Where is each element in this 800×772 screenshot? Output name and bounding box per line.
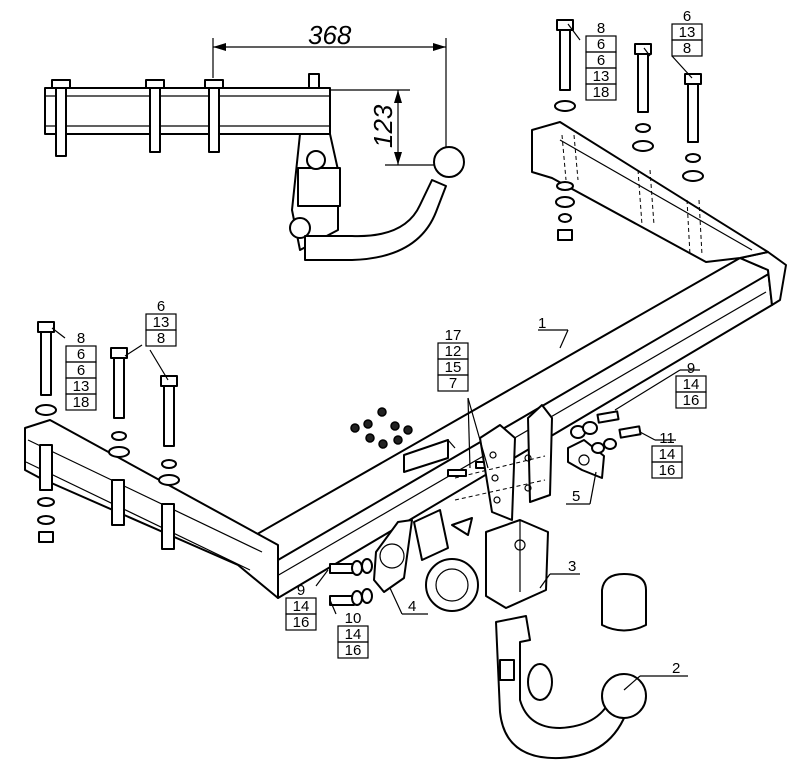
nuts-row bbox=[350, 407, 413, 449]
stack-part-number: 6 bbox=[77, 362, 85, 379]
leader-lines bbox=[51, 23, 700, 691]
lower-left-fasteners bbox=[329, 558, 373, 606]
stack-part-number: 6 bbox=[597, 36, 605, 53]
stack-part-number: 9 bbox=[297, 582, 305, 599]
stack-part-number: 8 bbox=[683, 40, 691, 57]
mounting-plates bbox=[454, 404, 553, 521]
right-bracket-arm bbox=[531, 121, 769, 263]
right-fasteners bbox=[570, 410, 642, 454]
stack-part-number: 9 bbox=[687, 360, 695, 377]
center-plate bbox=[350, 407, 491, 477]
stack-part-number: 8 bbox=[157, 330, 165, 347]
stack-box bbox=[675, 391, 707, 409]
part-2-ball-neck bbox=[495, 615, 647, 760]
stack-box bbox=[337, 641, 369, 659]
stack-part-number: 15 bbox=[445, 359, 462, 376]
callout-part-3: 3 bbox=[568, 558, 576, 575]
left-bolts bbox=[35, 321, 180, 543]
dimension-height-label: 123 bbox=[368, 104, 398, 148]
side-view-beam bbox=[44, 87, 331, 135]
stack-box bbox=[671, 39, 703, 57]
part-3-mount bbox=[485, 519, 549, 609]
stack-part-number: 17 bbox=[445, 327, 462, 344]
stack-part-number: 14 bbox=[293, 598, 310, 615]
stack-part-number: 14 bbox=[345, 626, 362, 643]
stack-part-number: 14 bbox=[659, 446, 676, 463]
side-view-ball bbox=[433, 146, 465, 178]
stack-part-number: 10 bbox=[345, 610, 362, 627]
stack-part-number: 6 bbox=[157, 298, 165, 315]
stack-part-number: 18 bbox=[73, 394, 90, 411]
stack-part-number: 18 bbox=[593, 84, 610, 101]
stack-box bbox=[65, 393, 97, 411]
stack-box bbox=[585, 83, 617, 101]
callout-part-5: 5 bbox=[572, 488, 580, 505]
stack-part-number: 6 bbox=[597, 52, 605, 69]
left-bracket-arm bbox=[24, 419, 279, 599]
callout-part-1: 1 bbox=[538, 315, 546, 332]
stack-part-number: 13 bbox=[593, 68, 610, 85]
stack-part-number: 13 bbox=[153, 314, 170, 331]
stack-part-number: 12 bbox=[445, 343, 462, 360]
stack-part-number: 7 bbox=[449, 375, 457, 392]
callout-part-4: 4 bbox=[408, 598, 416, 615]
stack-part-number: 16 bbox=[345, 642, 362, 659]
stack-part-number: 13 bbox=[73, 378, 90, 395]
ball-cap bbox=[601, 573, 647, 632]
stack-box bbox=[285, 613, 317, 631]
stack-part-number: 8 bbox=[597, 20, 605, 37]
side-view-bolts bbox=[51, 73, 320, 157]
stack-part-number: 14 bbox=[683, 376, 700, 393]
stack-part-number: 13 bbox=[679, 24, 696, 41]
stack-part-number: 11 bbox=[659, 430, 675, 447]
side-view-neck bbox=[304, 179, 447, 261]
stack-part-number: 6 bbox=[77, 346, 85, 363]
part-4-socket bbox=[373, 509, 479, 612]
stack-part-number: 16 bbox=[683, 392, 700, 409]
stack-part-number: 16 bbox=[293, 614, 310, 631]
stack-box bbox=[651, 461, 683, 479]
stack-part-number: 8 bbox=[77, 330, 85, 347]
stack-box bbox=[145, 329, 177, 347]
stack-part-number: 16 bbox=[659, 462, 676, 479]
dimension-length-label: 368 bbox=[308, 20, 352, 50]
stack-part-number: 6 bbox=[683, 8, 691, 25]
top-right-bolts bbox=[554, 19, 704, 241]
stack-box bbox=[437, 374, 469, 392]
callout-part-2: 2 bbox=[672, 660, 680, 677]
side-view: 368 123 bbox=[44, 20, 465, 261]
